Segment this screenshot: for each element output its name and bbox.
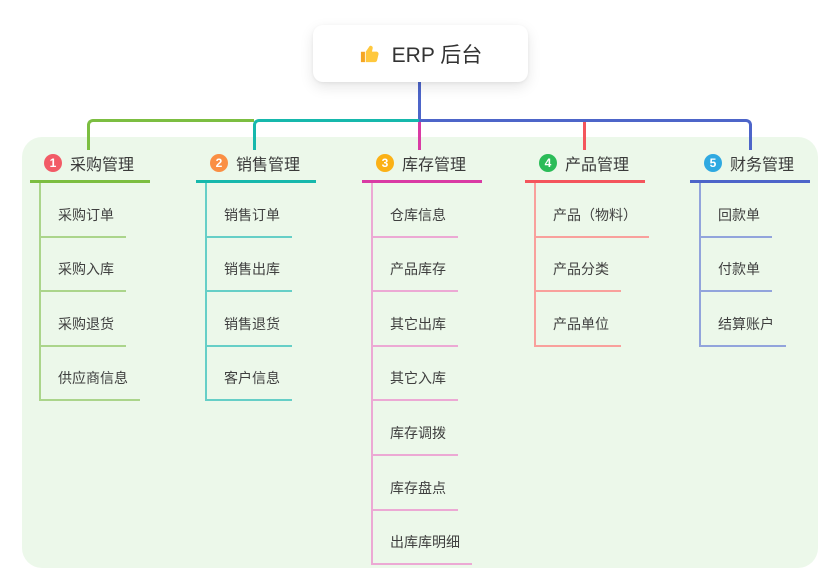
branch-title-node[interactable]: 4 产品管理: [525, 150, 646, 183]
branch-title-node[interactable]: 1 采购管理: [30, 150, 151, 183]
root-node-label: ERP 后台: [391, 43, 483, 67]
connector-branch-4: [582, 122, 586, 150]
child-node[interactable]: 出库库明细: [373, 511, 472, 566]
child-node[interactable]: 付款单: [701, 238, 772, 293]
child-node[interactable]: 库存盘点: [373, 456, 458, 511]
branch-title-node[interactable]: 5 财务管理: [690, 150, 811, 183]
branch-children: 销售订单销售出库销售退货客户信息: [205, 183, 316, 402]
connector-branch-3: [417, 122, 421, 150]
branch-1: 1 采购管理采购订单采购入库采购退货供应商信息: [30, 150, 151, 402]
child-node[interactable]: 客户信息: [207, 347, 292, 402]
child-node[interactable]: 产品分类: [536, 238, 621, 293]
branch-number-badge: 3: [376, 154, 394, 172]
branch-title-label: 销售管理: [236, 157, 301, 174]
branch-2: 2 销售管理销售订单销售出库销售退货客户信息: [196, 150, 317, 402]
thumbs-up-icon: [360, 45, 379, 63]
branch-children: 产品（物料）产品分类产品单位: [534, 183, 649, 347]
branch-5: 5 财务管理回款单付款单结算账户: [690, 150, 811, 347]
child-node[interactable]: 仓库信息: [373, 183, 458, 238]
connector-root: [417, 82, 421, 122]
branch-children: 回款单付款单结算账户: [699, 183, 810, 347]
branch-children: 仓库信息产品库存其它出库其它入库库存调拨库存盘点出库库明细: [371, 183, 482, 566]
branch-title-label: 采购管理: [70, 157, 135, 174]
connector-branch-5: [419, 119, 752, 150]
branch-title-node[interactable]: 3 库存管理: [362, 150, 483, 183]
child-node[interactable]: 销售订单: [207, 183, 292, 238]
connector-branch-1: [87, 119, 254, 150]
root-node-erp[interactable]: ERP 后台: [313, 25, 528, 82]
child-node[interactable]: 回款单: [701, 183, 772, 238]
child-node[interactable]: 销售出库: [207, 238, 292, 293]
child-node[interactable]: 其它出库: [373, 292, 458, 347]
child-node[interactable]: 采购入库: [41, 238, 126, 293]
child-node[interactable]: 销售退货: [207, 292, 292, 347]
branch-3: 3 库存管理仓库信息产品库存其它出库其它入库库存调拨库存盘点出库库明细: [362, 150, 483, 566]
connector-branch-2: [253, 119, 419, 150]
child-node[interactable]: 库存调拨: [373, 401, 458, 456]
branch-number-badge: 1: [44, 154, 62, 172]
branch-number-badge: 2: [210, 154, 228, 172]
branch-title-label: 产品管理: [565, 157, 630, 174]
branch-children: 采购订单采购入库采购退货供应商信息: [39, 183, 150, 402]
branch-number-badge: 5: [704, 154, 722, 172]
child-node[interactable]: 供应商信息: [41, 347, 140, 402]
branch-number-badge: 4: [539, 154, 557, 172]
branch-title-label: 库存管理: [402, 157, 467, 174]
child-node[interactable]: 其它入库: [373, 347, 458, 402]
branch-4: 4 产品管理产品（物料）产品分类产品单位: [525, 150, 649, 347]
child-node[interactable]: 结算账户: [701, 292, 786, 347]
child-node[interactable]: 产品（物料）: [536, 183, 649, 238]
child-node[interactable]: 产品单位: [536, 292, 621, 347]
child-node[interactable]: 产品库存: [373, 238, 458, 293]
branch-title-node[interactable]: 2 销售管理: [196, 150, 317, 183]
child-node[interactable]: 采购退货: [41, 292, 126, 347]
branch-group-panel: [22, 137, 818, 568]
child-node[interactable]: 采购订单: [41, 183, 126, 238]
branch-title-label: 财务管理: [730, 157, 795, 174]
